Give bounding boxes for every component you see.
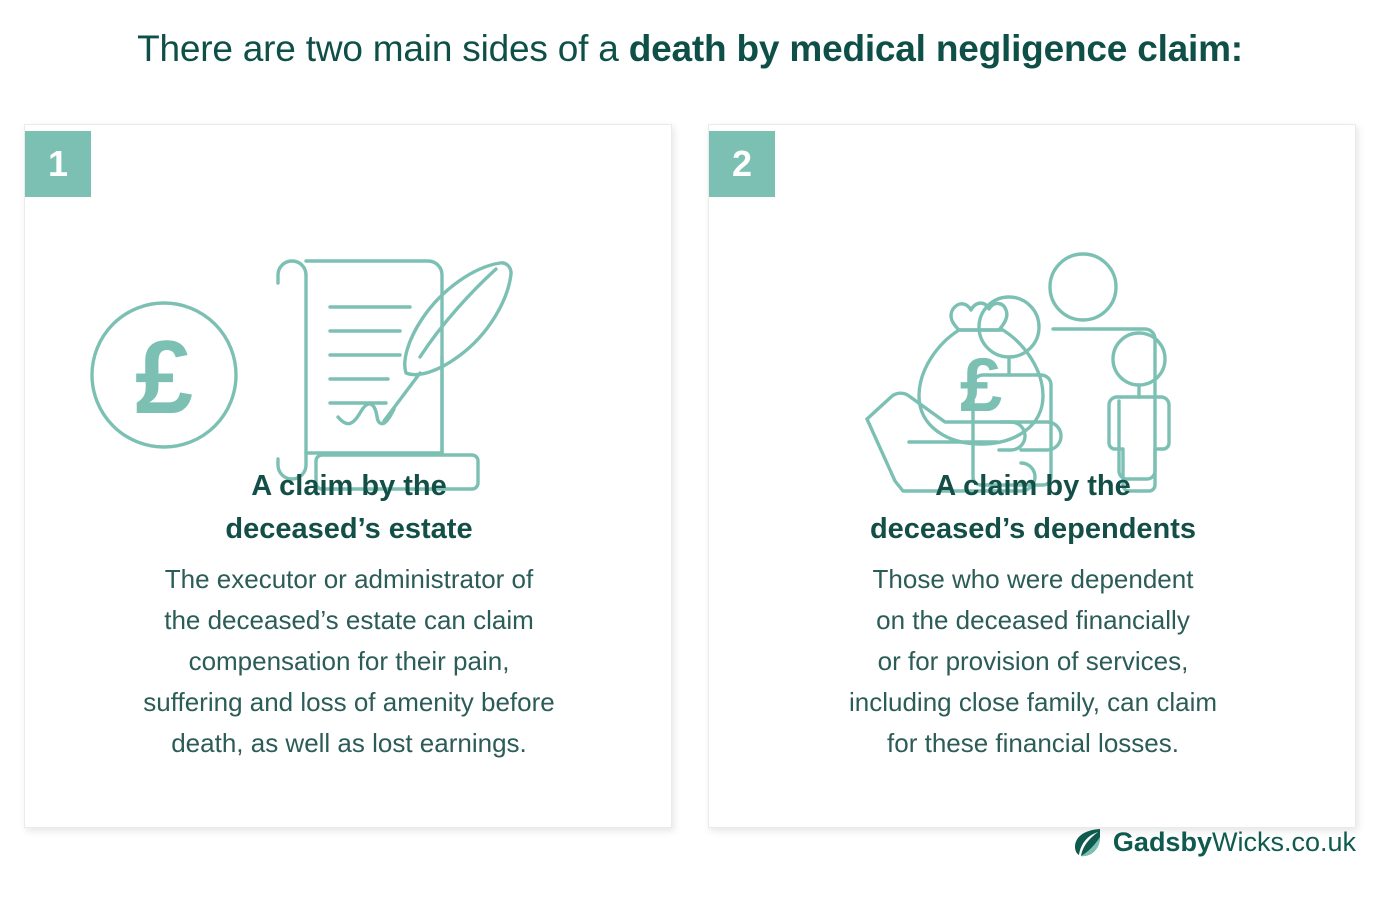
card-heading-1-line1: A claim by the: [251, 470, 447, 502]
card-body-1-line: suffering and loss of amenity before: [143, 687, 555, 717]
card-body-2: Those who were dependent on the deceased…: [735, 559, 1331, 764]
cards-container: 1: [24, 124, 1356, 828]
card-body-1-line: the deceased’s estate can claim: [164, 605, 534, 635]
brand-name: GadsbyWicks.co.uk: [1112, 826, 1356, 857]
scroll-quill-pound-coin-icon: [25, 187, 671, 557]
card-dependents-claim: 2 £: [708, 124, 1356, 828]
leaf-icon: [1074, 829, 1100, 857]
card-body-2-line: including close family, can claim: [849, 687, 1217, 717]
card-heading-2-line2: deceased’s dependents: [869, 513, 1197, 545]
card-body-1-line: death, as well as lost earnings.: [171, 728, 527, 758]
brand-name-regular: Wicks.co.uk: [1211, 826, 1356, 857]
card-body-2-line: on the deceased financially: [876, 605, 1190, 635]
card-heading-2-line1: A claim by the: [935, 470, 1131, 502]
card-estate-claim: 1: [24, 124, 672, 828]
page-title-lead: There are two main sides of a: [137, 28, 629, 69]
brand-logo[interactable]: GadsbyWicks.co.uk: [1072, 826, 1356, 858]
card-heading-1: A claim by the deceased’s estate: [65, 465, 633, 551]
hand-money-bag-family-icon: £: [709, 187, 1355, 557]
card-body-2-line: for these financial losses.: [887, 728, 1179, 758]
card-body-2-line: Those who were dependent: [872, 564, 1194, 594]
card-number-badge-2: 2: [709, 131, 775, 197]
card-body-2-line: or for provision of services,: [877, 646, 1189, 676]
page-title: There are two main sides of a death by m…: [0, 26, 1380, 72]
card-number-badge-1: 1: [25, 131, 91, 197]
page-title-emphasis: death by medical negligence claim:: [628, 28, 1243, 69]
card-body-1-line: compensation for their pain,: [188, 646, 510, 676]
pound-symbol-card2: £: [960, 343, 1002, 428]
card-heading-1-line2: deceased’s estate: [225, 513, 473, 545]
card-body-1: The executor or administrator of the dec…: [51, 559, 647, 764]
brand-name-bold: Gadsby: [1112, 826, 1212, 857]
card-heading-2: A claim by the deceased’s dependents: [749, 465, 1317, 551]
card-body-1-line: The executor or administrator of: [164, 564, 534, 594]
